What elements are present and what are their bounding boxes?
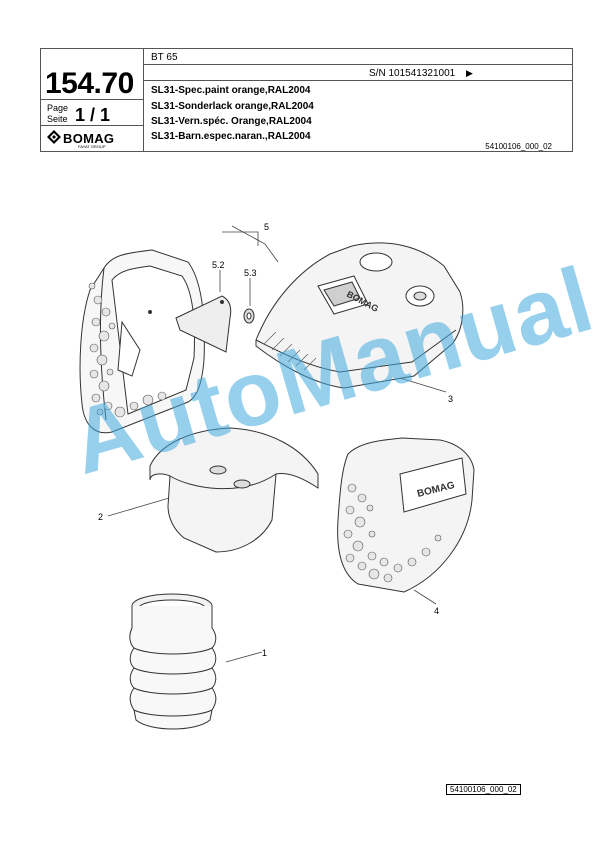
part-hood: BOMAG <box>255 242 464 389</box>
header-divider <box>41 99 143 100</box>
part-front-panel: BOMAG <box>337 437 475 593</box>
part-side-panel <box>79 249 205 434</box>
brand-logo-text: BOMAG <box>63 131 115 146</box>
part-washer <box>243 308 255 324</box>
model-name: BT 65 <box>151 52 178 63</box>
callout-1: 1 <box>262 648 268 658</box>
header-divider-vertical <box>143 49 144 151</box>
bomag-logo-icon <box>47 130 61 144</box>
header-divider <box>143 80 572 81</box>
callout-5: 5 <box>264 222 270 232</box>
header-block: 154.70 Page Seite 1 / 1 BOMAG FAYAT GROU… <box>40 48 573 152</box>
part-plate <box>175 295 232 353</box>
page-value: 1 / 1 <box>75 105 111 125</box>
serial-number: S/N 101541321001 ▶ <box>369 68 473 79</box>
callout-5-2: 5.2 <box>212 260 225 270</box>
description-de: SL31-Sonderlack orange,RAL2004 <box>151 101 314 112</box>
description-fr: SL31-Vern.spéc. Orange,RAL2004 <box>151 116 312 127</box>
footer-reference: 54100106_000_02 <box>446 784 521 795</box>
part-bellows <box>129 593 217 730</box>
description-en: SL31-Spec.paint orange,RAL2004 <box>151 85 311 96</box>
callout-2: 2 <box>98 512 104 522</box>
description-es: SL31-Barn.espec.naran.,RAL2004 <box>151 131 311 142</box>
document-reference: 54100106_000_02 <box>485 142 552 151</box>
callout-4: 4 <box>434 606 440 616</box>
callout-3: 3 <box>448 394 454 404</box>
arrow-right-icon: ▶ <box>465 68 473 78</box>
header-divider <box>143 64 572 65</box>
brand-subtitle: FAYAT GROUP <box>78 144 106 149</box>
seite-label: Seite <box>47 114 68 124</box>
part-cover <box>149 427 319 553</box>
serial-text: S/N 101541321001 <box>369 68 456 79</box>
callout-5-3: 5.3 <box>244 268 257 278</box>
page-number: 154.70 <box>45 67 134 100</box>
page-label: Page <box>47 103 69 113</box>
leader-lines <box>107 225 447 663</box>
header-divider <box>41 125 143 126</box>
